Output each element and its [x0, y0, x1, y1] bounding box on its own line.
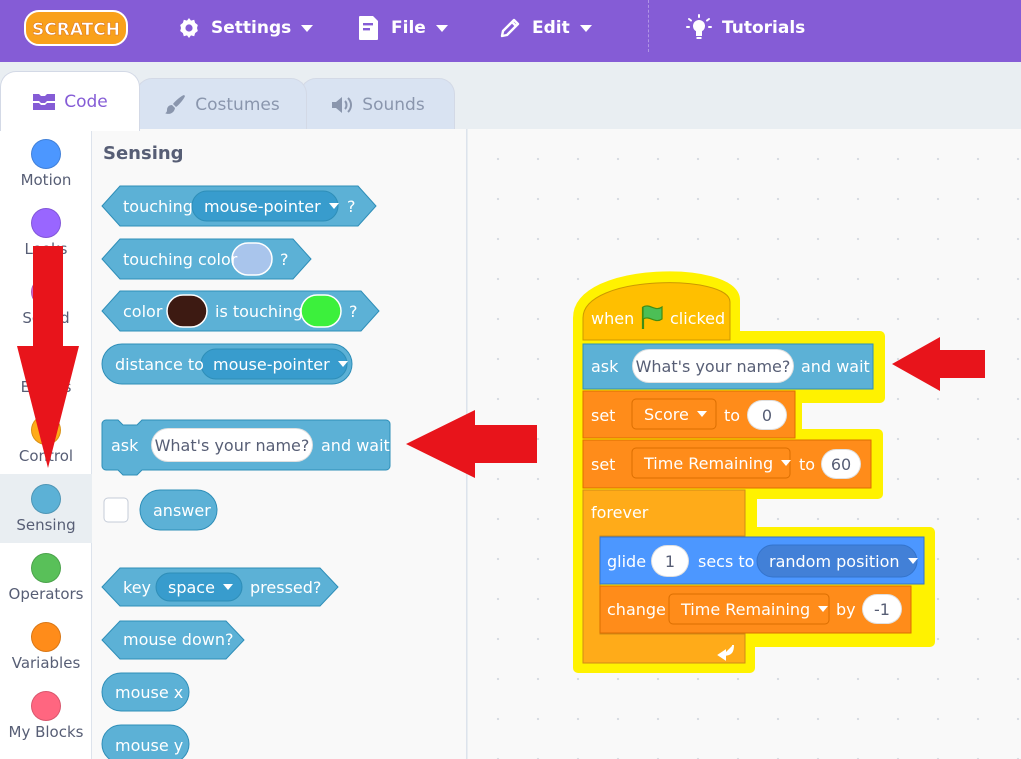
scratch-logo[interactable]: SCRATCH [24, 9, 128, 47]
block-label: ask [591, 357, 619, 376]
menu-divider [648, 0, 649, 52]
block-label: forever [591, 503, 649, 522]
category-motion[interactable]: Motion [0, 129, 92, 198]
block-answer[interactable] [139, 489, 218, 531]
block-forever[interactable] [582, 489, 746, 664]
touching-target-dropdown[interactable]: mouse-pointer [192, 191, 351, 221]
variable-dropdown-label[interactable]: Score [632, 399, 719, 429]
block-label: distance to [115, 355, 204, 374]
block-label: answer [153, 501, 211, 520]
key-dropdown[interactable]: space [156, 573, 245, 601]
chevron-down-icon [435, 24, 448, 32]
logo-text: SCRATCH [32, 20, 120, 40]
value-input[interactable]: -1 [862, 594, 902, 624]
category-label: Sensing [16, 516, 76, 534]
file-label: File [391, 18, 426, 38]
color-swatch[interactable] [166, 294, 208, 328]
block-label: mouse y [115, 736, 184, 755]
tutorials-button[interactable]: Tutorials [686, 14, 805, 42]
block-label: ask [111, 436, 139, 455]
block-label: mouse x [115, 683, 184, 702]
distance-target-dropdown[interactable]: mouse-pointer [201, 349, 360, 379]
variable-dropdown-label[interactable]: Time Remaining [632, 448, 803, 478]
block-label: glide [607, 552, 647, 571]
tab-sounds-label: Sounds [362, 94, 425, 115]
ask-text-input[interactable]: What's your name? [151, 428, 313, 462]
menu-bar: SCRATCH Settings File Edit [0, 0, 1021, 62]
green-flag-icon [641, 305, 663, 329]
category-sensing[interactable]: Sensing [0, 474, 92, 543]
answer-checkbox[interactable] [103, 497, 129, 523]
category-label: Motion [20, 171, 72, 189]
block-label: change [607, 600, 666, 619]
block-label: ? [349, 302, 358, 321]
settings-label: Settings [211, 18, 292, 38]
block-label: clicked [670, 309, 726, 328]
glide-target-label[interactable]: random position [757, 545, 930, 577]
block-label: touching [123, 197, 193, 216]
block-label: to [799, 455, 816, 474]
block-label: mouse down? [123, 630, 234, 649]
brush-icon [165, 94, 186, 114]
edit-label: Edit [532, 18, 570, 38]
ask-text-input[interactable]: What's your name? [632, 349, 794, 383]
block-touching-color[interactable] [101, 238, 312, 280]
category-dot [31, 553, 61, 583]
color-swatch[interactable] [231, 242, 273, 276]
code-blocks-icon [33, 93, 56, 110]
block-label: set [591, 406, 616, 425]
lightbulb-icon [686, 14, 712, 39]
category-label: My Blocks [8, 723, 84, 741]
value-input[interactable]: 60 [821, 449, 861, 479]
block-label: pressed? [250, 578, 322, 597]
category-dot [31, 622, 61, 652]
pencil-icon [500, 18, 520, 38]
loop-arrow-icon [717, 644, 734, 661]
chevron-down-icon [301, 24, 314, 32]
category-dot [31, 139, 61, 169]
block-label: is touching [215, 302, 303, 321]
block-label: key [123, 578, 152, 597]
block-label: secs to [698, 552, 755, 571]
category-label: Operators [8, 585, 84, 603]
block-label: and wait [801, 357, 870, 376]
glide-seconds-input[interactable]: 1 [651, 545, 689, 577]
block-label: when [591, 309, 635, 328]
category-variables[interactable]: Variables [0, 612, 92, 681]
file-icon [359, 16, 378, 40]
block-label: by [836, 600, 856, 619]
block-label: ? [347, 197, 356, 216]
block-mouse-down[interactable] [101, 620, 245, 660]
tab-code[interactable]: Code [0, 71, 140, 131]
settings-menu[interactable]: Settings [177, 14, 314, 42]
category-dot [31, 208, 61, 238]
tab-costumes-label: Costumes [195, 94, 280, 115]
speaker-icon [332, 96, 353, 113]
chevron-down-icon [579, 24, 592, 32]
tab-sounds[interactable]: Sounds [300, 78, 455, 130]
category-dot [31, 484, 61, 514]
file-menu[interactable]: File [357, 14, 448, 42]
block-label: set [591, 455, 616, 474]
block-label: and wait [321, 436, 390, 455]
category-dot [31, 691, 61, 721]
tab-code-label: Code [64, 91, 108, 112]
block-label: color [123, 302, 163, 321]
category-label: Variables [11, 654, 81, 672]
block-label: ? [280, 250, 289, 269]
block-mouse-x[interactable] [101, 672, 190, 712]
block-mouse-y[interactable] [101, 724, 190, 759]
block-label: touching color [123, 250, 238, 269]
color-swatch[interactable] [300, 294, 342, 328]
value-input[interactable]: 0 [747, 400, 787, 430]
edit-menu[interactable]: Edit [498, 14, 592, 42]
gear-icon [180, 18, 198, 38]
category-operators[interactable]: Operators [0, 543, 92, 612]
block-color-touching[interactable] [101, 290, 380, 332]
category-my-blocks[interactable]: My Blocks [0, 681, 92, 750]
block-label: to [724, 406, 741, 425]
variable-dropdown-label[interactable]: Time Remaining [669, 594, 840, 624]
palette-section-title: Sensing [103, 143, 184, 164]
tutorials-label: Tutorials [722, 18, 806, 38]
